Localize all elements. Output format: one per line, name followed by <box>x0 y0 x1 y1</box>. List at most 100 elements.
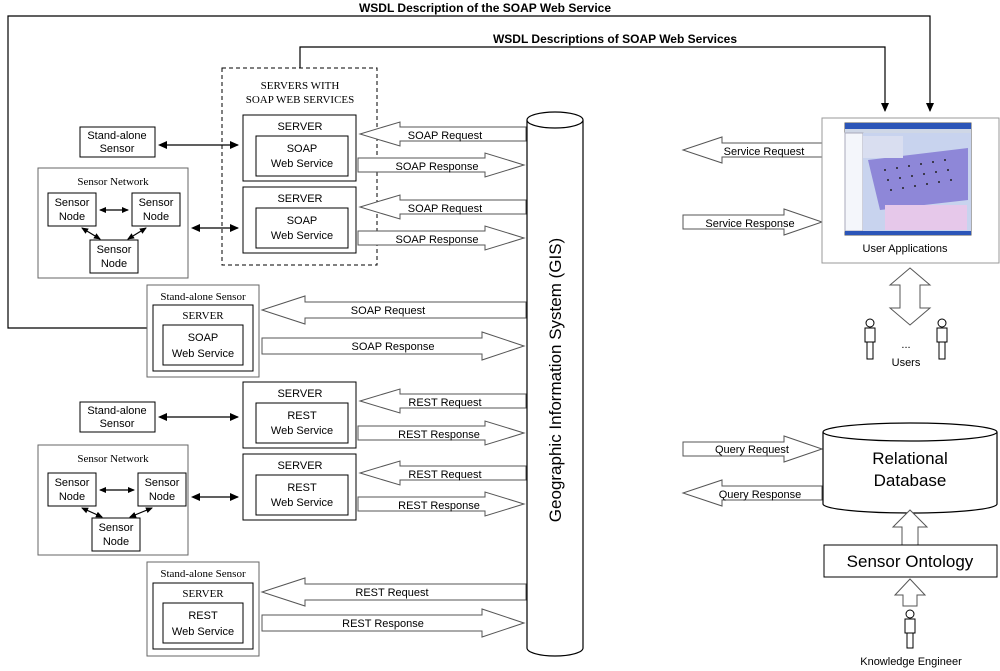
server-label: SERVER <box>182 310 224 322</box>
rest-response-arrow <box>357 420 526 446</box>
server-label: SERVER <box>277 193 322 205</box>
ws-label: Web Service <box>172 348 234 360</box>
rest-server-2: SERVER REST Web Service <box>242 453 357 521</box>
standalone-title: Stand-alone Sensor <box>160 568 246 580</box>
soap-server-2: SERVER SOAP Web Service <box>242 186 357 254</box>
sensor-network-title: Sensor Network <box>77 453 149 465</box>
query-request-label: Query Request <box>715 444 789 456</box>
rest-request-arrow <box>358 388 527 414</box>
node-label-1: Sensor <box>55 477 90 489</box>
users-double-arrow <box>888 267 932 326</box>
ws-type: SOAP <box>287 215 318 227</box>
gis-cylinder: Geographic Information System (GIS) <box>526 111 584 657</box>
users-ellipsis: ... <box>901 339 910 351</box>
soap-request-label: SOAP Request <box>408 130 482 142</box>
user-applications: User Applications <box>821 117 1000 264</box>
sensor-ontology: Sensor Ontology <box>823 544 998 578</box>
node-label-1: Sensor <box>99 522 134 534</box>
soap-server-1: SERVER SOAP Web Service <box>242 114 357 182</box>
node-label-1: Sensor <box>97 244 132 256</box>
sensor-network-2: Sensor Network Sensor Node Sensor Node S… <box>37 444 239 556</box>
ws-label: Web Service <box>271 497 333 509</box>
ws-label: Web Service <box>271 425 333 437</box>
wsdl-single-connector: WSDL Description of the SOAP Web Service <box>7 1 934 329</box>
db-label-1: Relational <box>872 449 948 468</box>
node-label-2: Node <box>59 491 85 503</box>
soap-request-arrow <box>358 121 527 147</box>
gis-label: Geographic Information System (GIS) <box>546 238 565 522</box>
request-response-arrows: SOAP Request SOAP Response SOAP Request … <box>260 121 527 638</box>
node-label-2: Node <box>143 211 169 223</box>
ws-label: Web Service <box>172 626 234 638</box>
server-label: SERVER <box>277 460 322 472</box>
standalone-rest-sensor: Stand-alone Sensor SERVER REST Web Servi… <box>146 561 260 657</box>
rest-response-label: REST Response <box>398 429 480 441</box>
rest-response-arrow <box>261 608 526 638</box>
wsdl-multi-label: WSDL Descriptions of SOAP Web Services <box>493 32 737 46</box>
soap-response-arrow <box>357 225 526 251</box>
soap-request-label: SOAP Request <box>351 305 425 317</box>
service-request-label: Service Request <box>724 146 805 158</box>
node-label-1: Sensor <box>55 197 90 209</box>
standalone-label-2: Sensor <box>100 143 135 155</box>
db-label-2: Database <box>874 471 947 490</box>
soap-servers-group: SERVERS WITH SOAP WEB SERVICES SERVER SO… <box>221 67 378 266</box>
ontology-to-db-arrow <box>891 509 929 546</box>
users-group: ... Users <box>864 267 948 369</box>
ws-type: SOAP <box>287 143 318 155</box>
node-label-2: Node <box>149 491 175 503</box>
standalone-soap-sensor: Stand-alone Sensor SERVER SOAP Web Servi… <box>146 284 260 378</box>
standalone-sensor-1: Stand-alone Sensor <box>79 126 239 158</box>
soap-response-label: SOAP Response <box>396 234 479 246</box>
servers-group-title-2: SOAP WEB SERVICES <box>246 94 355 106</box>
query-response-label: Query Response <box>719 489 802 501</box>
rest-request-label: REST Request <box>355 587 428 599</box>
servers-group-title-1: SERVERS WITH <box>261 80 340 92</box>
sensor-network-1: Sensor Network Sensor Node Sensor Node S… <box>37 167 239 279</box>
standalone-sensor-2: Stand-alone Sensor <box>79 401 239 433</box>
wsdl-multi-connector: WSDL Descriptions of SOAP Web Services <box>299 32 889 112</box>
user-icon <box>936 318 948 360</box>
soap-response-label: SOAP Response <box>352 341 435 353</box>
users-label: Users <box>892 357 921 369</box>
node-label-1: Sensor <box>139 197 174 209</box>
service-response-arrow <box>682 208 824 236</box>
ws-label: Web Service <box>271 230 333 242</box>
rest-response-label: REST Response <box>398 500 480 512</box>
relational-database: Relational Database <box>822 422 998 514</box>
soap-response-arrow <box>357 152 526 178</box>
rest-server-1: SERVER REST Web Service <box>242 381 357 449</box>
soap-request-arrow <box>260 295 527 325</box>
user-icon <box>864 318 876 360</box>
user-icon <box>904 609 916 649</box>
rest-request-label: REST Request <box>408 469 481 481</box>
ws-type: SOAP <box>188 332 219 344</box>
soap-response-label: SOAP Response <box>396 161 479 173</box>
standalone-label-1: Stand-alone <box>87 130 146 142</box>
query-arrows: Query Request Query Response <box>681 435 824 507</box>
server-label: SERVER <box>277 121 322 133</box>
node-label-2: Node <box>101 258 127 270</box>
knowledge-engineer-label: Knowledge Engineer <box>860 656 962 668</box>
rest-response-arrow <box>357 491 526 517</box>
query-request-arrow <box>682 435 824 463</box>
service-response-label: Service Response <box>705 218 794 230</box>
ws-type: REST <box>188 610 218 622</box>
service-request-arrow <box>681 136 823 164</box>
rest-request-label: REST Request <box>408 397 481 409</box>
sensor-network-title: Sensor Network <box>77 176 149 188</box>
soap-response-arrow <box>261 331 526 361</box>
ws-type: REST <box>287 482 317 494</box>
soap-request-label: SOAP Request <box>408 203 482 215</box>
app-screenshot <box>844 122 972 236</box>
rest-response-label: REST Response <box>342 618 424 630</box>
node-label-2: Node <box>103 536 129 548</box>
ws-type: REST <box>287 410 317 422</box>
node-label-2: Node <box>59 211 85 223</box>
server-label: SERVER <box>182 588 224 600</box>
sensor-ontology-label: Sensor Ontology <box>847 552 974 571</box>
engineer-to-ontology-arrow <box>893 578 927 607</box>
node-label-1: Sensor <box>145 477 180 489</box>
rest-request-arrow <box>260 577 527 607</box>
